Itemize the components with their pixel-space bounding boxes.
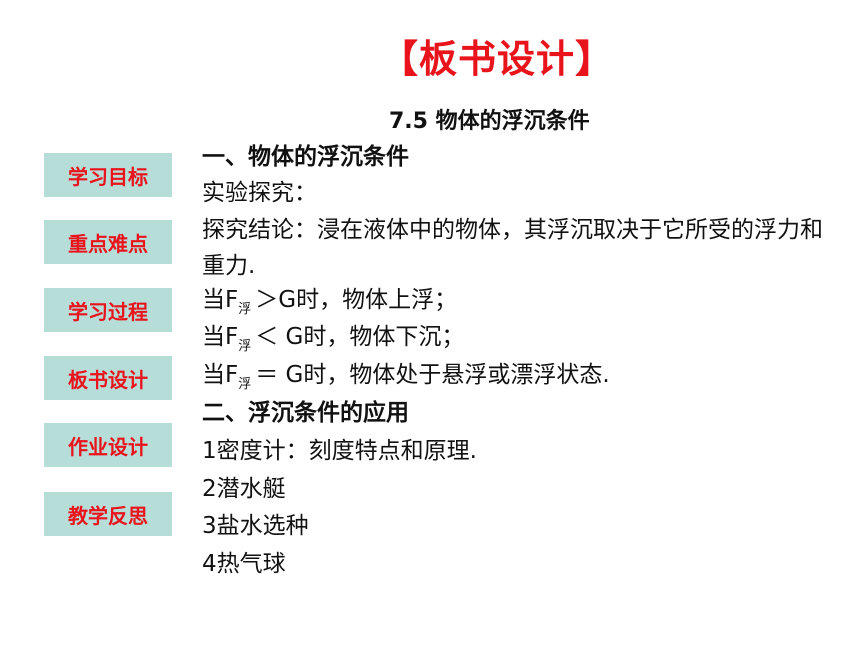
- nav-button-learning-goals[interactable]: 学习目标: [44, 153, 172, 197]
- lesson-subtitle: 7.5 物体的浮沉条件: [389, 109, 590, 134]
- conclusion-text: 探究结论：浸在液体中的物体，其浮沉取决于它所受的浮力和重力.: [202, 217, 823, 279]
- application-item: 1密度计：刻度特点和原理.: [202, 438, 477, 464]
- nav-button-homework[interactable]: 作业设计: [44, 423, 172, 467]
- section-heading-1: 一、物体的浮沉条件: [202, 144, 409, 170]
- condition-rise-sub: 浮: [238, 302, 252, 317]
- condition-float-sub: 浮: [238, 377, 252, 392]
- condition-sink: 当F浮＜ G时，物体下沉；: [202, 322, 464, 356]
- condition-rise-pre: 当F: [202, 287, 239, 313]
- condition-sink-post: ＜ G时，物体下沉；: [255, 324, 465, 350]
- condition-float: 当F浮＝ G时，物体处于悬浮或漂浮状态.: [202, 360, 610, 394]
- experiment-text: 实验探究：: [202, 180, 317, 206]
- condition-rise-post: ＞G时，物体上浮；: [255, 287, 458, 313]
- application-item: 4热气球: [202, 551, 286, 577]
- condition-rise: 当F浮＞G时，物体上浮；: [202, 285, 457, 319]
- nav-button-key-points[interactable]: 重点难点: [44, 220, 172, 264]
- condition-sink-sub: 浮: [238, 339, 252, 354]
- condition-float-post: ＝ G时，物体处于悬浮或漂浮状态.: [255, 362, 610, 388]
- condition-sink-pre: 当F: [202, 324, 239, 350]
- condition-float-pre: 当F: [202, 362, 239, 388]
- nav-button-board-design[interactable]: 板书设计: [44, 356, 172, 400]
- section-heading-2: 二、浮沉条件的应用: [202, 400, 409, 426]
- nav-button-learning-process[interactable]: 学习过程: [44, 288, 172, 332]
- application-item: 3盐水选种: [202, 513, 309, 539]
- nav-button-reflection[interactable]: 教学反思: [44, 492, 172, 536]
- application-item: 2潜水艇: [202, 476, 286, 502]
- page-title: 【板书设计】: [380, 37, 615, 81]
